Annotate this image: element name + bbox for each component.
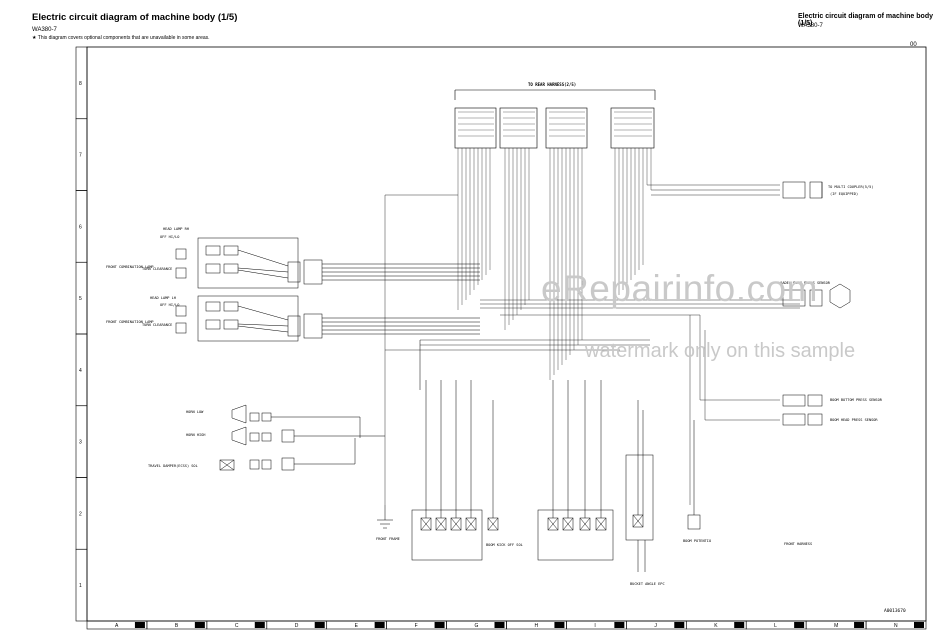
row-label: 8	[79, 81, 82, 87]
label-front-combination-lh: FRONT COMBINATION LAMP	[106, 320, 154, 324]
label-turn-clearance-rh: TURN CLEARANCE	[142, 267, 172, 271]
column-label: K	[714, 623, 718, 629]
label-to-rear-harness: TO REAR HARNESS(2/5)	[528, 82, 576, 87]
column-label: I	[594, 623, 595, 629]
diagram-frame	[86, 46, 927, 622]
boom-potentiometer	[687, 420, 701, 530]
column-label: A	[115, 623, 119, 629]
epc-valves-left	[411, 340, 499, 561]
label-turn-clearance-lh: TURN CLEARANCE	[142, 323, 172, 327]
column-label: G	[475, 623, 479, 629]
column-label: D	[295, 623, 299, 629]
column-marker	[914, 622, 924, 628]
row-ruler: 8 7 6 5 4 3 2 1	[75, 46, 88, 622]
column-marker	[494, 622, 505, 628]
column-label: F	[415, 623, 418, 629]
watermark-domain: eRepairinfo.com	[541, 268, 818, 309]
column-marker	[254, 622, 265, 628]
label-loader-pump-pressure: LOADER PUMP PRESS SENSOR	[778, 281, 831, 285]
column-label: B	[175, 623, 179, 629]
watermark-note: watermark only on this sample	[585, 340, 856, 362]
row-label: 1	[79, 583, 82, 589]
row-label: 5	[79, 296, 82, 302]
row-cell	[75, 548, 88, 622]
column-label: C	[235, 623, 239, 629]
label-off-hi-lo-rh: OFF HI/LO	[160, 235, 179, 239]
column-marker	[794, 622, 805, 628]
column-marker	[734, 622, 745, 628]
label-front-harness: FRONT HARNESS	[784, 542, 812, 546]
label-front-combination-rh: FRONT COMBINATION LAMP	[106, 265, 154, 269]
column-label: J	[654, 623, 657, 629]
bucket-angle-block	[625, 400, 654, 572]
label-boom-kick-off: BOOM KICK OFF SOL	[486, 543, 523, 547]
label-travel-damper: TRAVEL DAMPER(ECSS) SOL	[148, 464, 198, 468]
column-marker	[194, 622, 205, 628]
label-horn-low: HORN LOW	[186, 410, 204, 414]
head-lamp-rh	[175, 237, 480, 289]
rear-harness-connectors	[454, 89, 656, 380]
column-marker	[374, 622, 385, 628]
column-marker	[134, 622, 145, 628]
column-label: H	[534, 623, 538, 629]
column-marker	[674, 622, 685, 628]
row-label: 6	[79, 224, 82, 230]
ground-symbol	[377, 505, 393, 529]
column-ruler: A B C D E F G H I J K L M N	[86, 620, 927, 630]
row-label: 4	[79, 368, 82, 374]
row-label: 3	[79, 440, 82, 446]
row-label: 7	[79, 153, 82, 159]
label-boom-head-press: BOOM HEAD PRESS SENSOR	[830, 418, 878, 422]
pressure-sensors	[782, 283, 851, 426]
column-marker	[854, 622, 865, 628]
label-boom-potentiometer: BOOM POTENTIO	[683, 539, 711, 543]
multi-coupler-connector	[782, 181, 823, 199]
column-label: M	[834, 623, 838, 629]
label-front-frame: FRONT FRAME	[376, 537, 400, 541]
model-label: WA380-7	[32, 27, 57, 33]
row-label: 2	[79, 511, 82, 517]
epc-valves-right	[537, 380, 614, 561]
label-head-lamp-lh: HEAD LAMP LH	[150, 296, 176, 300]
column-label: E	[355, 623, 359, 629]
label-head-lamp-rh: HEAD LAMP RH	[163, 227, 189, 231]
column-marker	[554, 622, 565, 628]
column-marker	[614, 622, 625, 628]
label-to-multi-coupler: TO MULTI COUPLER(5/5)	[828, 185, 873, 189]
document-code: A0013670	[884, 609, 906, 614]
page-title-right: Electric circuit diagram of machine body…	[798, 13, 933, 27]
page-number: 00	[910, 42, 917, 48]
head-lamp-lh	[175, 295, 480, 342]
page-title: Electric circuit diagram of machine body…	[32, 12, 238, 23]
label-horn-high: HORN HIGH	[186, 433, 205, 437]
diagram-note: ★ This diagram covers optional component…	[32, 35, 210, 41]
column-label: N	[894, 623, 898, 629]
column-label: L	[774, 623, 777, 629]
model-label-right: WA380-7	[798, 23, 823, 29]
label-off-hi-lo-lh: OFF HI/LO	[160, 303, 179, 307]
trunk-wires	[384, 184, 800, 505]
column-cell	[865, 620, 927, 630]
horns-and-damper	[219, 404, 385, 471]
label-boom-bottom-press: BOOM BOTTOM PRESS SENSOR	[830, 398, 883, 402]
label-bucket-angle: BUCKET ANGLE EPC	[630, 582, 665, 586]
column-marker	[314, 622, 325, 628]
column-marker	[434, 622, 445, 628]
label-if-equipped: (IF EQUIPPED)	[830, 192, 858, 196]
